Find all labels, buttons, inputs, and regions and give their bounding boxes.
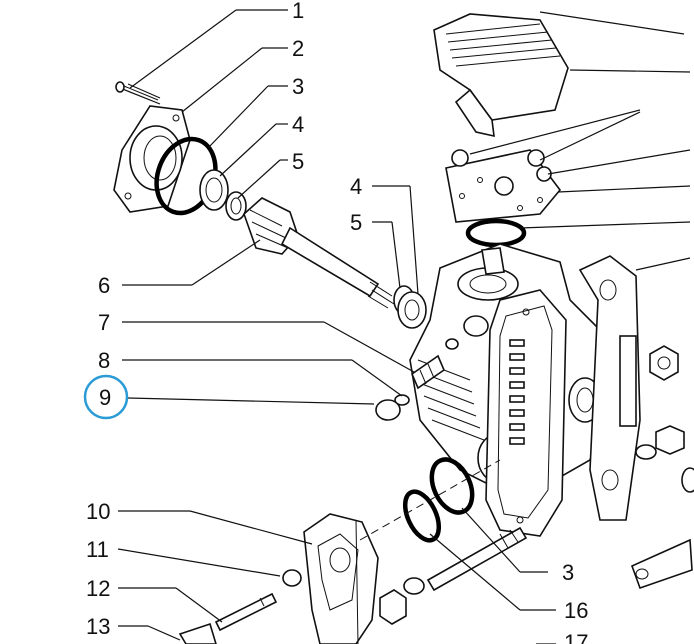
highlight-circle [83, 374, 129, 420]
backup-ring [225, 191, 247, 221]
plunger-shaft [243, 197, 395, 309]
callout-7: 7 [98, 310, 110, 335]
pin-and-washer [178, 569, 302, 644]
callout-16: 16 [564, 598, 588, 623]
callout-labels: 1 2 3 4 5 6 7 8 9 10 11 12 13 4 5 3 16 1… [86, 0, 588, 644]
callout-13: 13 [86, 614, 110, 639]
leader-lines [117, 9, 556, 644]
seal-ring [199, 169, 229, 211]
callout-12: 12 [86, 576, 110, 601]
stud-bolt [379, 526, 528, 625]
small-o-ring [394, 394, 410, 406]
rear-flange [113, 81, 191, 213]
callout-2: 2 [292, 36, 304, 61]
nut-right [635, 345, 694, 493]
callout-11: 11 [86, 537, 109, 562]
callout-4: 4 [292, 112, 304, 137]
callout-10: 10 [86, 499, 110, 524]
callout-5-right: 5 [350, 210, 362, 235]
callout-4-right: 4 [350, 174, 362, 199]
valve-plate [445, 109, 691, 223]
callout-1: 1 [292, 0, 304, 23]
callout-3: 3 [292, 74, 304, 99]
cylinder-head-cover [433, 11, 691, 138]
callout-3-lower: 3 [562, 560, 574, 585]
valve-insert [411, 338, 459, 390]
o-ring-16 [402, 489, 442, 543]
key-part [630, 538, 693, 590]
plug-cap [375, 399, 401, 421]
seal-right-4 [397, 291, 427, 329]
callout-5: 5 [292, 149, 304, 174]
callout-17: 17 [564, 630, 588, 644]
crankcase-cover [485, 289, 567, 537]
connecting-rod [303, 513, 379, 644]
flange-bracket [578, 255, 691, 521]
callout-8: 8 [98, 348, 110, 373]
callout-9: 9 [99, 385, 111, 410]
valve-o-ring [465, 218, 527, 248]
callout-6: 6 [98, 273, 110, 298]
